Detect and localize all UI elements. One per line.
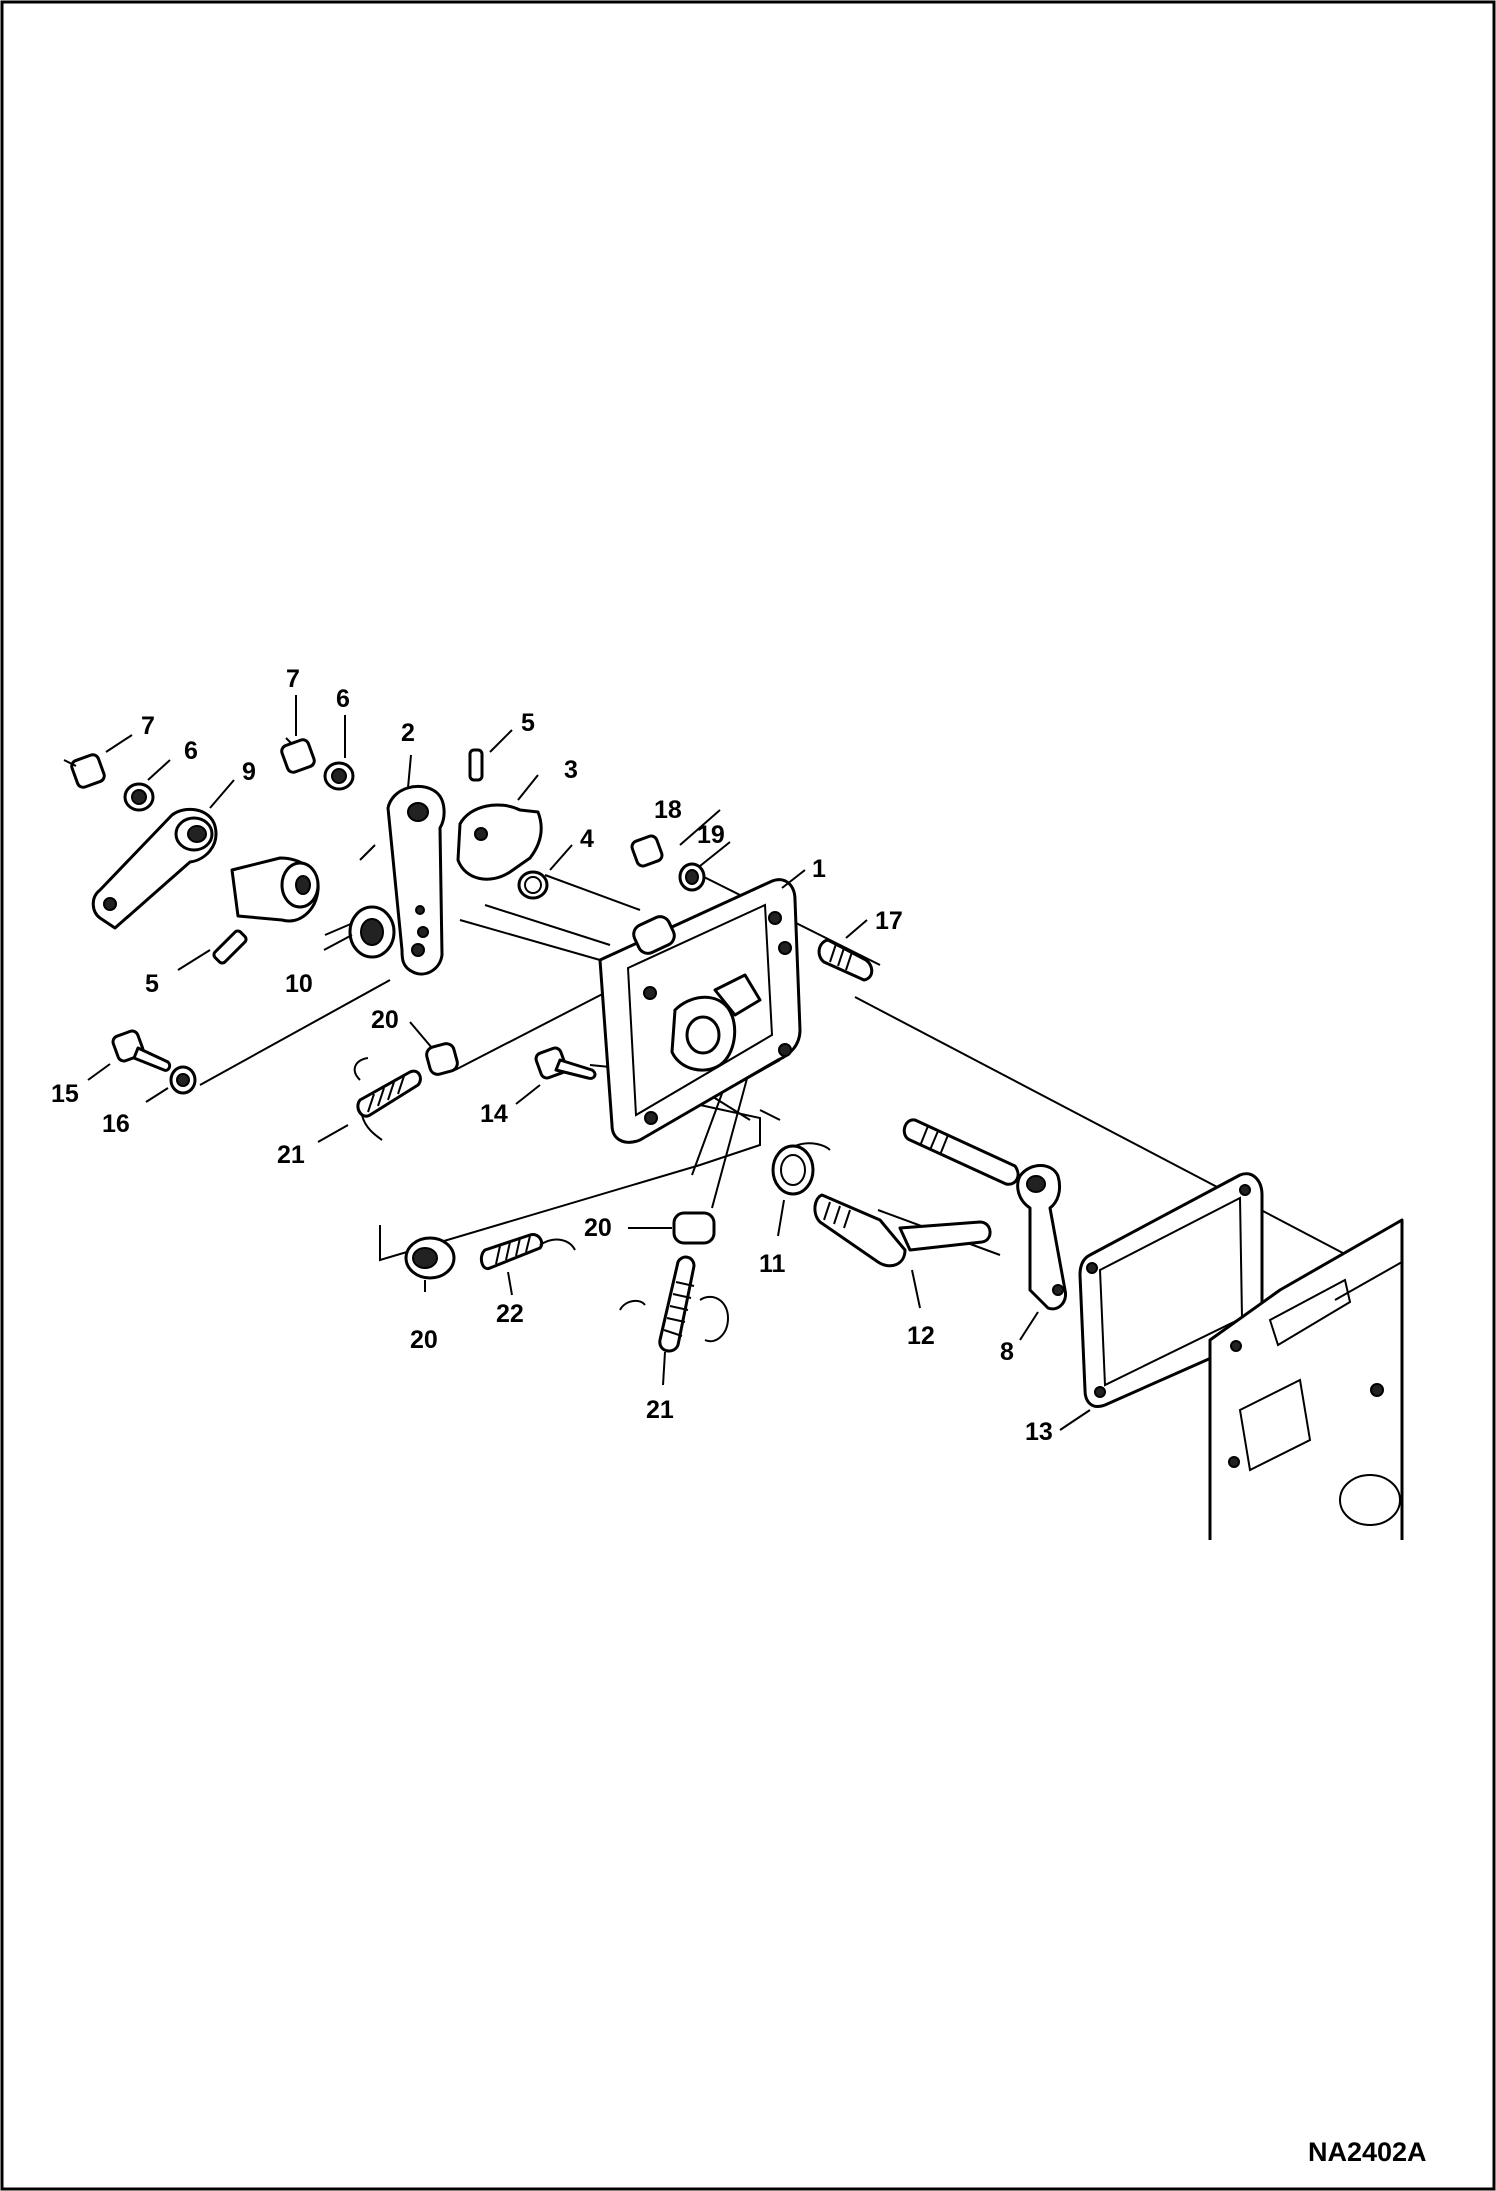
engine-block [1208, 1218, 1404, 1540]
part-12-shaft [813, 1193, 992, 1268]
part-22-spring [479, 1232, 576, 1271]
part-16-washer [169, 1065, 197, 1095]
part-7-nut-upper [280, 737, 316, 774]
part-1-housing [598, 878, 802, 1144]
callout-2: 2 [401, 719, 415, 747]
callout-6-upper: 6 [336, 685, 350, 713]
part-7-nut-left [63, 753, 106, 789]
part-bushing-block [230, 856, 320, 923]
part-20-nut-a [425, 1042, 459, 1076]
part-18-nut [630, 834, 664, 868]
callout-17: 17 [875, 907, 903, 935]
part-15-bolt [111, 1029, 172, 1072]
callout-5-left: 5 [145, 970, 159, 998]
callout-12: 12 [907, 1322, 935, 1350]
part-10-seal [348, 905, 396, 959]
callout-20-a: 20 [371, 1006, 399, 1034]
callout-20-c: 20 [410, 1326, 438, 1354]
part-5-pin-left [212, 929, 248, 965]
callout-6-left: 6 [184, 737, 198, 765]
part-6-washer-left [123, 782, 155, 812]
callout-21-a: 21 [277, 1141, 305, 1169]
callout-leaders [87, 695, 1091, 1431]
callout-22: 22 [496, 1300, 524, 1328]
callout-15: 15 [51, 1080, 79, 1108]
part-5-pin-upper [468, 748, 484, 782]
callout-16: 16 [102, 1110, 130, 1138]
part-19-washer [678, 862, 706, 892]
part-2-arm [386, 784, 446, 976]
callout-18: 18 [654, 796, 682, 824]
part-6-washer-upper [323, 761, 355, 791]
callout-3: 3 [564, 756, 578, 784]
callout-8: 8 [1000, 1338, 1014, 1366]
part-11-spring [771, 1142, 831, 1196]
part-21-spring-b [619, 1255, 730, 1353]
part-3-cam [456, 803, 543, 881]
callout-labels: 7 6 9 7 6 2 5 3 4 18 19 1 17 5 10 20 15 … [51, 665, 1053, 1446]
part-17-stud [817, 938, 874, 982]
callout-21-b: 21 [646, 1396, 674, 1424]
callout-7-upper: 7 [286, 665, 300, 693]
callout-14: 14 [480, 1100, 508, 1128]
part-4-oring [517, 870, 549, 900]
callout-4: 4 [580, 825, 594, 853]
part-8-lever [902, 1118, 1068, 1311]
callout-1: 1 [812, 855, 826, 883]
callout-11: 11 [759, 1250, 786, 1278]
part-20-nut-b [672, 1211, 716, 1245]
callout-13: 13 [1025, 1418, 1053, 1446]
callout-5-upper: 5 [521, 709, 535, 737]
part-20-nut-c [404, 1236, 456, 1280]
callout-7-left: 7 [141, 712, 155, 740]
drawing-code: NA2402A [1308, 2137, 1427, 2167]
part-14-bolt [534, 1046, 597, 1080]
part-9-lever [91, 807, 218, 930]
callout-20-b: 20 [584, 1214, 612, 1242]
callout-9: 9 [242, 758, 256, 786]
callout-19: 19 [697, 821, 725, 849]
part-21-spring-a [353, 1057, 422, 1141]
callout-10: 10 [285, 970, 313, 998]
